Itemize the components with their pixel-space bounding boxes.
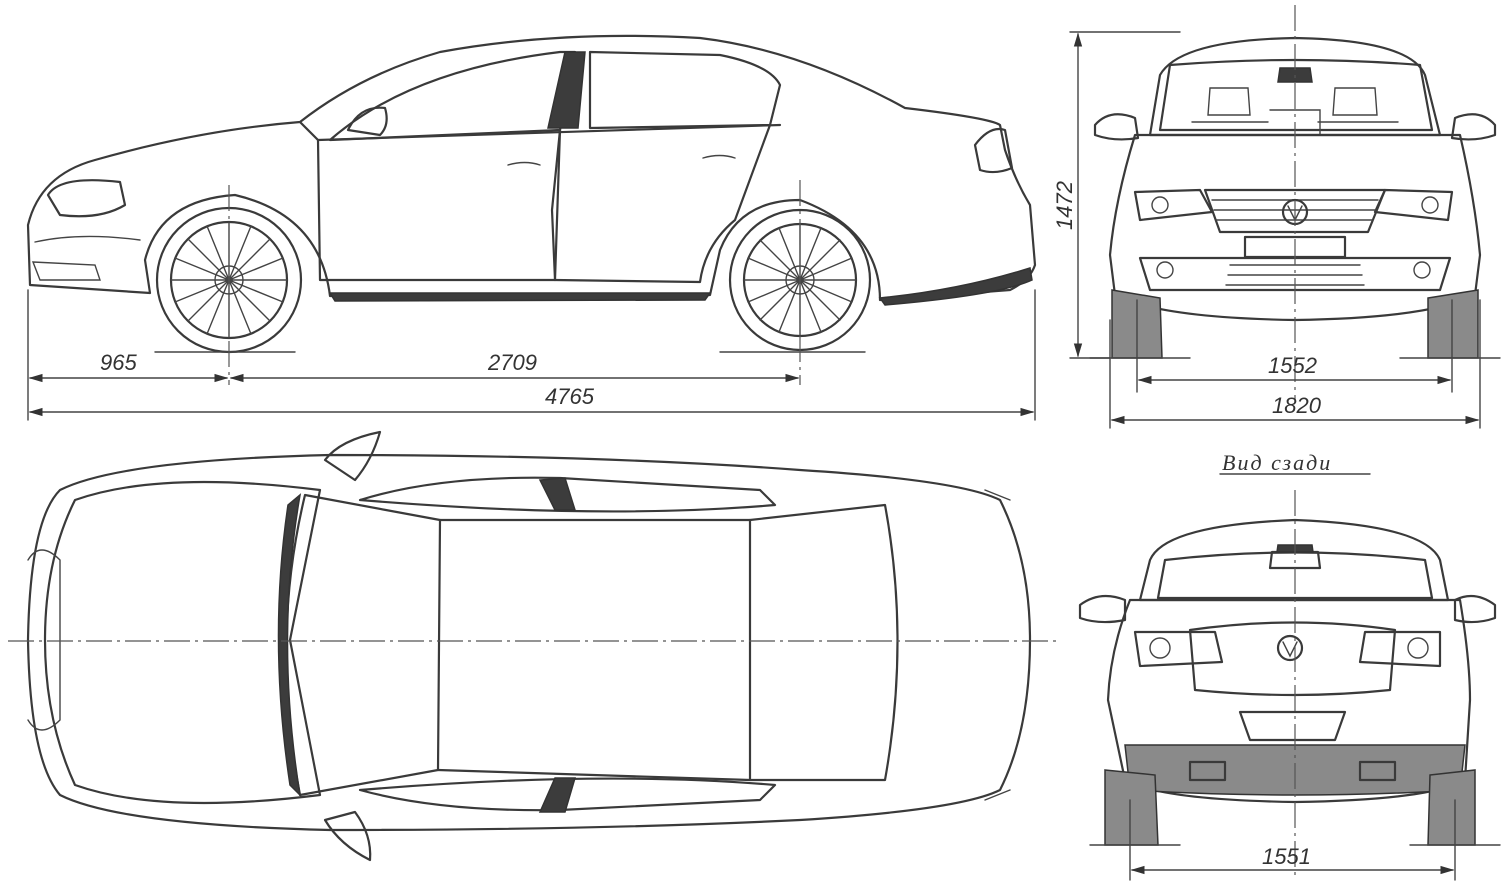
overall-length-label: 4765: [545, 384, 595, 409]
rear-view: [1078, 490, 1501, 880]
height-label: 1472: [1052, 181, 1077, 230]
rear-view-title: Вид сзади: [1222, 450, 1332, 475]
rear-dimensions: 1551: [1129, 799, 1456, 881]
front-overhang-label: 965: [100, 350, 137, 375]
overall-width-label: 1820: [1272, 393, 1322, 418]
top-view: [8, 430, 1060, 862]
side-dimensions: 965 2709 4765: [27, 289, 1036, 421]
rear-track-label: 1551: [1262, 844, 1311, 869]
front-track-label: 1552: [1268, 353, 1317, 378]
front-dimensions: 1472 1552 1820: [1052, 31, 1481, 429]
wheelbase-label: 2709: [487, 350, 537, 375]
side-view: [26, 34, 1037, 385]
front-view: [1089, 5, 1501, 400]
